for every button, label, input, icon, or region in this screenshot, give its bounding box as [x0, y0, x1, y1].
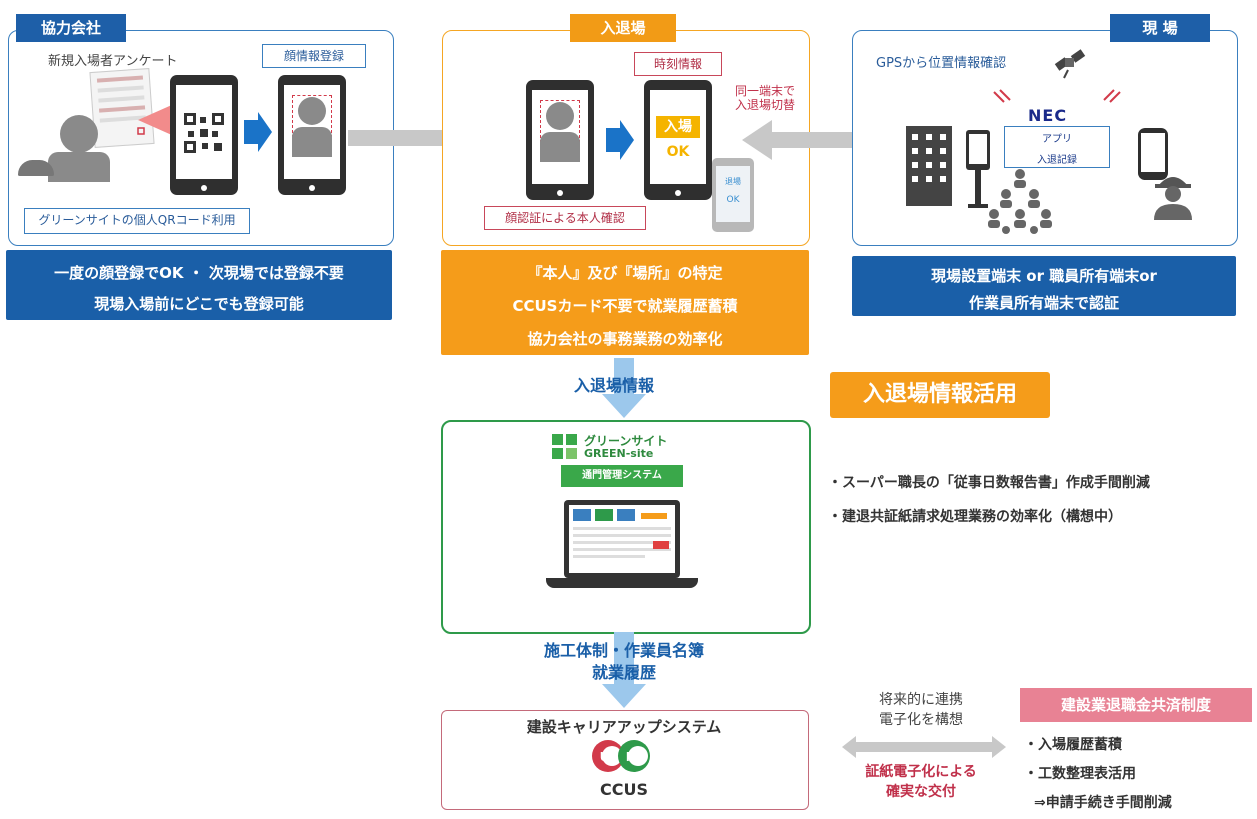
retirement-item-2: ・工数整理表活用 — [1024, 766, 1136, 782]
qr-phone — [170, 75, 238, 195]
site-tag: 現 場 — [1110, 14, 1210, 42]
qr-code-icon — [184, 113, 224, 153]
helmet-worker-icon — [1154, 177, 1192, 220]
greensite-name: グリーンサイト — [584, 434, 668, 448]
partner-company-tag: 協力会社 — [16, 14, 126, 42]
flow-arrow-right — [348, 118, 488, 158]
construction-label-line2: 就業履歴 — [591, 663, 656, 682]
usage-bullet-2: ・建退共証紙請求処理業務の効率化（構想中） — [828, 509, 1122, 525]
face-register-label: 顔情報登録 — [262, 44, 366, 68]
double-arrow-icon — [842, 736, 1006, 758]
greensite-logo-icon — [552, 434, 577, 459]
kiosk-terminal-icon — [966, 130, 990, 208]
gps-label: GPSから位置情報確認 — [876, 56, 1007, 71]
nec-logo: NEC — [1028, 106, 1068, 125]
time-info-label: 時刻情報 — [634, 52, 722, 76]
construction-label-line1: 施工体制・作業員名簿 — [543, 641, 704, 660]
entry-ok-phone: 入場 OK — [644, 80, 712, 200]
ccus-logo-icon: U P — [592, 740, 650, 772]
flow-arrow-left — [742, 120, 882, 160]
flow-arrow-down-2 — [602, 632, 646, 708]
entry-exit-tag: 入退場 — [570, 14, 676, 42]
face-auth-phone — [526, 80, 594, 200]
nec-app-box: アプリ 入退記録 — [1004, 126, 1110, 168]
entry-exit-summary-line3: 協力会社の事務業務の効率化 — [527, 330, 723, 348]
entry-exit-summary-line2: CCUSカード不要で就業履歴蓄積 — [512, 297, 738, 315]
svg-text:U: U — [600, 749, 609, 764]
site-summary-line1: 現場設置端末 or 職員所有端末or — [931, 267, 1157, 285]
construction-label: 施工体制・作業員名簿 就業履歴 — [524, 640, 724, 684]
building-icon — [906, 126, 952, 206]
survey-label: 新規入場者アンケート — [48, 54, 178, 69]
small-exit-phone: 退場 OK — [712, 158, 754, 232]
greensite-en: GREEN-site — [584, 447, 654, 460]
ccus-logo-text: CCUS — [600, 780, 648, 799]
svg-text:P: P — [626, 749, 635, 764]
partner-summary-line1: 一度の顔登録でOK ・ 次現場では登録不要 — [54, 264, 344, 282]
same-device-note: 同一端末で 入退場切替 — [734, 84, 795, 112]
future-note-line2: 電子化を構想 — [879, 712, 963, 728]
worker-group-icon — [988, 169, 1052, 234]
enter-badge: 入場 — [656, 116, 700, 138]
retirement-item-3: ⇒申請手続き手間削減 — [1034, 795, 1172, 811]
partner-summary-box: 一度の顔登録でOK ・ 次現場では登録不要 現場入場前にどこでも登録可能 — [6, 250, 392, 320]
future-result: 証紙電子化による 確実な交付 — [848, 762, 994, 802]
site-summary-box: 現場設置端末 or 職員所有端末or 作業員所有端末で認証 — [852, 256, 1236, 316]
entry-exit-summary-box: 『本人』及び『場所』の特定 CCUSカード不要で就業履歴蓄積 協力会社の事務業務… — [441, 250, 809, 355]
site-summary-line2: 作業員所有端末で認証 — [968, 294, 1119, 312]
gate-system-label: 通門管理システム — [561, 465, 683, 487]
scan-beam-icon — [137, 104, 174, 136]
ok-text: OK — [666, 144, 690, 160]
record-label: 入退記録 — [1037, 155, 1077, 166]
usage-bullet-1: ・スーパー職長の「従事日数報告書」作成手間削減 — [828, 475, 1150, 491]
future-note-line1: 将来的に連携 — [879, 692, 963, 708]
flow-arrow-down-1 — [602, 358, 646, 418]
entry-info-label: 入退場情報 — [574, 376, 655, 395]
usage-heading: 入退場情報活用 — [830, 372, 1050, 418]
retirement-item-1: ・入場履歴蓄積 — [1024, 737, 1122, 753]
future-note: 将来的に連携 電子化を構想 — [848, 690, 994, 730]
partner-summary-line2: 現場入場前にどこでも登録可能 — [94, 295, 304, 313]
future-result-line1: 証紙電子化による — [865, 764, 977, 780]
ccus-title: 建設キャリアアップシステム — [526, 718, 722, 736]
app-label: アプリ — [1042, 134, 1072, 145]
face-register-phone — [278, 75, 346, 195]
site-phone — [1138, 128, 1168, 180]
retirement-title: 建設業退職金共済制度 — [1020, 688, 1252, 722]
arrow-right-icon — [244, 112, 272, 152]
arrow-right-icon — [606, 120, 634, 160]
satellite-icon — [1054, 49, 1086, 79]
face-auth-label: 顔認証による本人確認 — [484, 206, 646, 230]
qr-usage-label: グリーンサイトの個人QRコード利用 — [24, 208, 250, 234]
future-result-line2: 確実な交付 — [886, 784, 956, 800]
signal-waves-icon — [993, 89, 1121, 103]
entry-exit-summary-line1: 『本人』及び『場所』の特定 — [527, 264, 723, 282]
